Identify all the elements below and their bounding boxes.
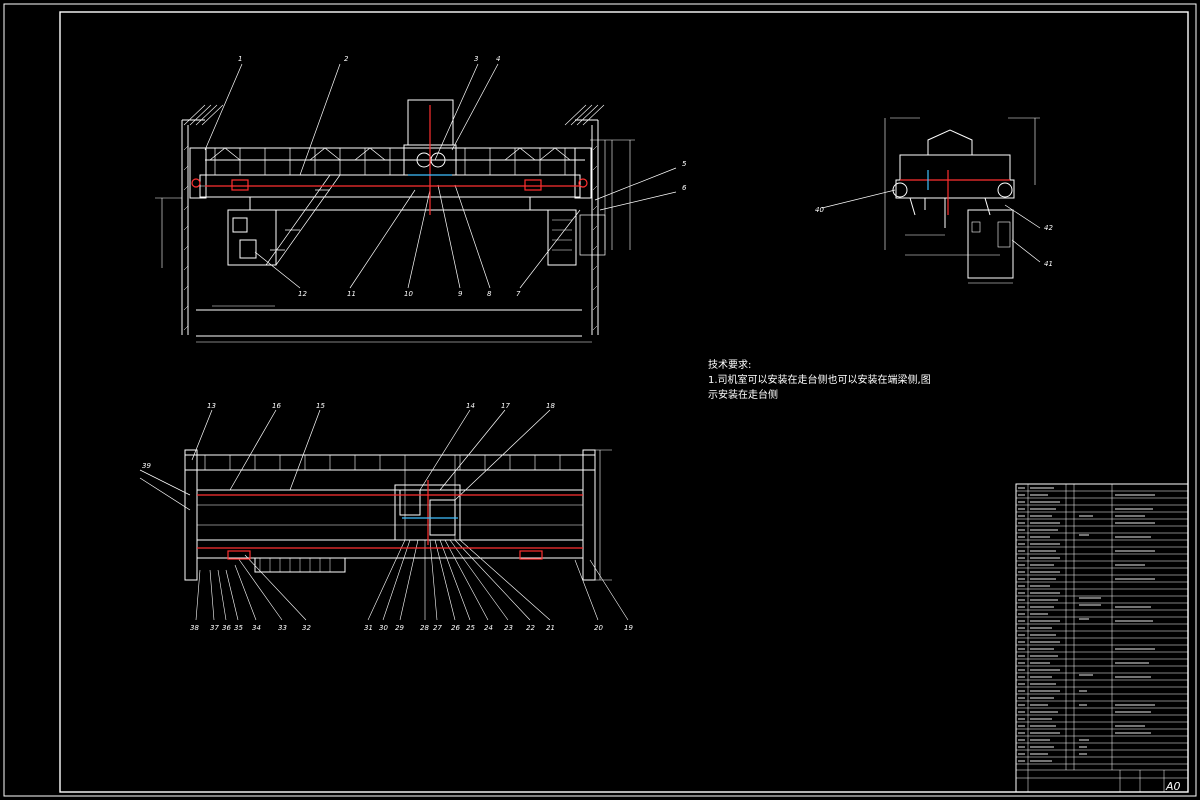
outer-border	[3, 3, 1197, 797]
plan-view	[139, 409, 629, 621]
balloon-29: 29	[395, 624, 404, 632]
parts-list-table	[1015, 483, 1189, 793]
balloon-10: 10	[404, 290, 413, 298]
front-elevation-view	[155, 63, 677, 343]
balloon-21: 21	[546, 624, 555, 632]
balloon-20: 20	[594, 624, 603, 632]
inner-frame	[59, 11, 1189, 793]
balloon-4: 4	[496, 55, 500, 63]
balloon-7: 7	[516, 290, 521, 298]
front-view-balloons: 1 2 3 4 5 6 7 8 9 10 11 12	[238, 55, 687, 298]
balloon-1: 1	[238, 55, 242, 63]
balloon-17: 17	[501, 402, 510, 410]
balloon-42: 42	[1044, 224, 1053, 232]
balloon-14: 14	[466, 402, 475, 410]
balloon-9: 9	[458, 290, 463, 298]
balloon-33: 33	[278, 624, 287, 632]
balloon-28: 28	[420, 624, 429, 632]
balloon-3: 3	[474, 55, 478, 63]
balloon-34: 34	[252, 624, 261, 632]
balloon-18: 18	[546, 402, 555, 410]
balloon-23: 23	[504, 624, 513, 632]
balloon-27: 27	[433, 624, 442, 632]
balloon-19: 19	[624, 624, 633, 632]
balloon-37: 37	[210, 624, 219, 632]
balloon-22: 22	[526, 624, 535, 632]
notes-line-2: 示安装在走台侧	[708, 390, 778, 401]
sheet-size-label: A0	[1165, 780, 1181, 793]
balloon-6: 6	[682, 184, 687, 192]
notes-line-1: 1.司机室可以安装在走台侧也可以安装在端梁侧,图	[708, 375, 931, 386]
side-view-balloons: 40 42 41	[815, 206, 1053, 268]
balloon-30: 30	[379, 624, 388, 632]
balloon-26: 26	[451, 624, 460, 632]
balloon-5: 5	[682, 160, 687, 168]
front-elevation-accents	[191, 105, 588, 215]
balloon-31: 31	[364, 624, 373, 632]
plan-view-balloons: 13 16 15 14 17 18 39 38 37 36 35 34 33 3…	[142, 402, 633, 632]
balloon-2: 2	[344, 55, 349, 63]
side-elevation-view	[821, 117, 1041, 284]
parts-list-illegible-text	[1018, 487, 1155, 762]
balloon-13: 13	[207, 402, 216, 410]
balloon-35: 35	[234, 624, 243, 632]
balloon-36: 36	[222, 624, 231, 632]
balloon-16: 16	[272, 402, 281, 410]
technical-requirements: 技术要求: 1.司机室可以安装在走台侧也可以安装在端梁侧,图 示安装在走台侧	[708, 358, 931, 403]
balloon-41: 41	[1044, 260, 1053, 268]
notes-title: 技术要求:	[708, 360, 752, 371]
balloon-39: 39	[142, 462, 151, 470]
balloon-11: 11	[347, 290, 356, 298]
balloon-38: 38	[190, 624, 199, 632]
plan-view-accents	[197, 480, 583, 560]
balloon-40: 40	[815, 206, 824, 214]
balloon-32: 32	[302, 624, 311, 632]
balloon-8: 8	[487, 290, 492, 298]
side-view-accents	[900, 170, 1010, 215]
balloon-15: 15	[316, 402, 325, 410]
balloon-24: 24	[484, 624, 493, 632]
balloon-25: 25	[466, 624, 475, 632]
balloon-12: 12	[298, 290, 307, 298]
